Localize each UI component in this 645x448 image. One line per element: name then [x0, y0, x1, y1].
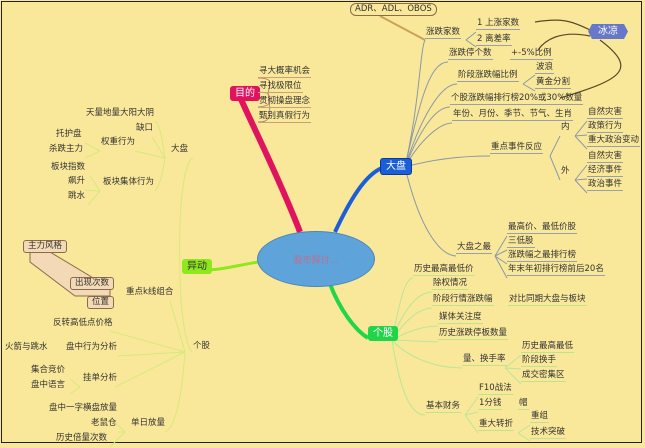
branch-anomaly — [204, 260, 259, 272]
purpose-item[interactable]: 贯彻操盘理念 — [258, 96, 312, 108]
turnover-item[interactable]: 成交密集区 — [521, 370, 566, 382]
extremes-item[interactable]: 涨跌幅之最排行榜 — [507, 250, 578, 262]
stock-item[interactable]: 对比同期大盘与板块 — [508, 294, 587, 306]
turn-item[interactable]: 技术突破 — [530, 427, 567, 439]
kline-position-tag[interactable]: 位置 — [87, 296, 115, 309]
sector-node[interactable]: 板块集体行为 — [103, 177, 155, 187]
reversal-node[interactable]: 反转高低点价格 — [53, 318, 113, 328]
anomaly-market-item[interactable]: 缺口 — [136, 123, 154, 133]
events-outer-item[interactable]: 政治事件 — [587, 179, 624, 191]
calendar-node[interactable]: 年份、月份、季节、节气、生肖 — [452, 109, 574, 121]
finance-node[interactable]: 基本财务 — [425, 401, 462, 413]
adr-tag[interactable]: ADR、ADL、OBOS — [350, 3, 437, 16]
volume-item[interactable]: 老鼠仓 — [91, 418, 117, 428]
stock-item[interactable]: 历史最高最低价 — [413, 264, 475, 276]
turnover-node[interactable]: 量、换手率 — [462, 354, 507, 366]
finance-hat[interactable]: 帽 — [518, 398, 529, 410]
extremes-node[interactable]: 大盘之最 — [456, 242, 493, 254]
kline-node[interactable]: 重点k线组合 — [126, 287, 174, 297]
sector-item[interactable]: 板块指数 — [51, 162, 86, 172]
stage-item[interactable]: 黄金分割 — [535, 77, 572, 89]
ice-callout[interactable]: 冰凉 — [588, 24, 628, 39]
purpose-node[interactable]: 目的 — [230, 86, 260, 101]
events-outer[interactable]: 外 — [561, 166, 570, 176]
rank-node[interactable]: 个股涨跌幅排行榜20%或30%数量 — [450, 93, 584, 105]
weight-item[interactable]: 杀跌主力 — [49, 144, 84, 154]
stock-node[interactable]: 个股 — [368, 326, 398, 341]
kline-style-tag[interactable]: 主力风格 — [23, 240, 68, 253]
events-node[interactable]: 重点事件反应 — [490, 142, 544, 154]
limit-sub[interactable]: +-5%比例 — [510, 48, 553, 60]
stage-item[interactable]: 波浪 — [535, 62, 555, 74]
turnover-item[interactable]: 历史最高最低 — [521, 341, 575, 353]
purpose-item[interactable]: 寻大概率机会 — [258, 66, 312, 78]
finance-cent[interactable]: 1分钱 — [478, 398, 503, 410]
branch-market — [333, 166, 383, 233]
extremes-item[interactable]: 最高价、最低价股 — [507, 222, 578, 234]
updown-item[interactable]: 1 上涨家数 — [476, 18, 521, 30]
stock-item[interactable]: 媒体关注度 — [438, 312, 483, 324]
volume-node[interactable]: 单日放量 — [131, 418, 166, 428]
finance-f10[interactable]: F10战法 — [478, 383, 513, 395]
sector-item[interactable]: 跳水 — [68, 191, 86, 201]
branch-stock — [328, 283, 370, 340]
sector-item[interactable]: 飙升 — [68, 176, 86, 186]
limit-node[interactable]: 涨跌停个数 — [448, 48, 493, 60]
orders-item[interactable]: 盘中语言 — [31, 380, 66, 390]
anomaly-market-item[interactable]: 天量地量大阳大阴 — [86, 108, 155, 118]
anomaly-market-node[interactable]: 大盘 — [171, 144, 189, 154]
updown-node[interactable]: 涨跌家数 — [425, 27, 462, 39]
events-outer-item[interactable]: 自然灾害 — [587, 151, 624, 163]
volume-item[interactable]: 盘中一字横盘放量 — [49, 403, 118, 413]
anomaly-stock-node[interactable]: 个股 — [193, 341, 211, 351]
kline-count-tag[interactable]: 出现次数 — [70, 277, 115, 290]
stage-node[interactable]: 阶段涨跌幅比例 — [457, 70, 519, 82]
purpose-item[interactable]: 寻找极限位 — [258, 81, 303, 93]
orders-item[interactable]: 集合竞价 — [31, 365, 66, 375]
turnover-item[interactable]: 阶段换手 — [521, 355, 558, 367]
central-topic[interactable]: 股市探讨… — [257, 231, 375, 287]
intraday-item[interactable]: 火箭与跳水 — [5, 342, 48, 352]
events-inner-item[interactable]: 政策行为 — [587, 121, 624, 133]
extremes-item[interactable]: 三低股 — [507, 236, 535, 248]
events-inner-item[interactable]: 重大政治变动 — [587, 135, 641, 147]
orders-node[interactable]: 挂单分析 — [83, 373, 118, 383]
anomaly-node[interactable]: 异动 — [182, 259, 212, 274]
market-node[interactable]: 大盘 — [380, 158, 412, 175]
intraday-node[interactable]: 盘中行为分析 — [66, 342, 118, 352]
volume-item[interactable]: 历史倍量次数 — [56, 433, 108, 443]
events-inner[interactable]: 内 — [561, 122, 570, 132]
branch-purpose — [237, 95, 303, 234]
turn-item[interactable]: 重组 — [530, 411, 550, 423]
weight-item[interactable]: 托护盘 — [56, 129, 82, 139]
updown-item[interactable]: 2 离差率 — [476, 34, 512, 46]
events-inner-item[interactable]: 自然灾害 — [587, 107, 624, 119]
turn-node[interactable]: 重大转折 — [478, 419, 515, 431]
extremes-item[interactable]: 年末年初排行榜前后20名 — [507, 264, 605, 276]
stock-item[interactable]: 除权情况 — [432, 278, 469, 290]
weight-node[interactable]: 权重行为 — [101, 137, 136, 147]
stock-item[interactable]: 阶段行情涨跌幅 — [432, 294, 494, 306]
purpose-item[interactable]: 甄别真假行为 — [258, 111, 312, 123]
events-outer-item[interactable]: 经济事件 — [587, 165, 624, 177]
stock-item[interactable]: 历史涨跌停板数量 — [438, 328, 509, 340]
